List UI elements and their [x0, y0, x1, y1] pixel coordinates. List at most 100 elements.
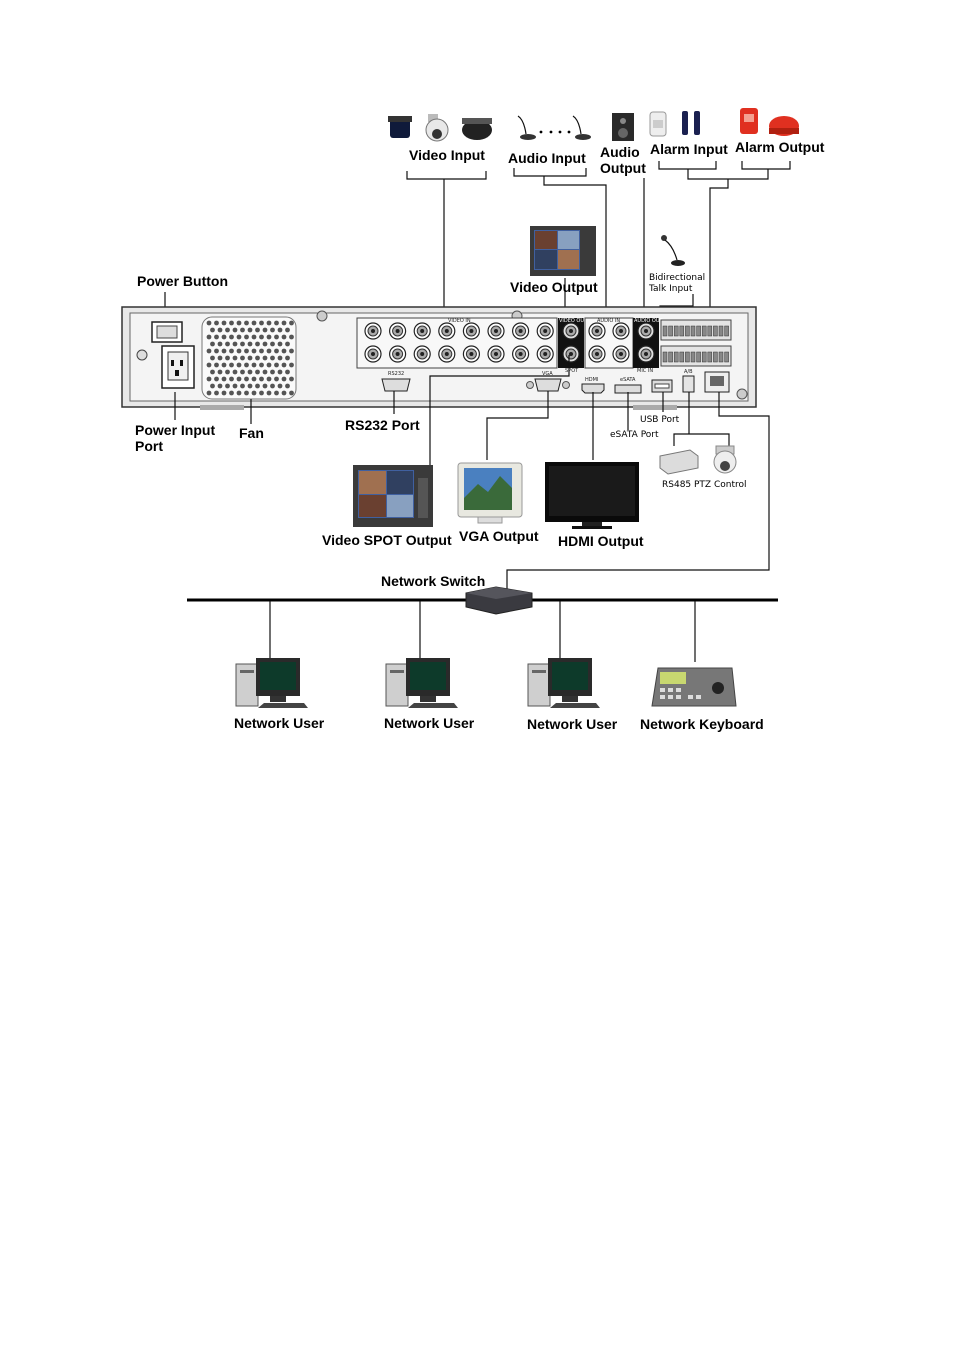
ground-screw-icon — [136, 349, 148, 361]
bnc-connector-icon — [562, 322, 580, 340]
box-camera-icon — [388, 116, 412, 138]
audio-out-block: AUDIO OUT MIC IN — [633, 318, 664, 374]
bnc-connector-icon — [487, 345, 505, 363]
terminal-pin — [668, 325, 673, 337]
network-user-label: Network User — [527, 716, 618, 732]
network-drop-lines — [269, 601, 696, 662]
video-output-monitor-icon — [530, 226, 596, 276]
network-keyboard-icon — [651, 667, 737, 707]
terminal-pin — [668, 351, 673, 363]
terminal-pin — [662, 325, 668, 337]
terminal-pin — [718, 325, 724, 337]
computer-icon — [235, 658, 308, 708]
speed-dome-icon — [713, 445, 737, 474]
bidirectional-label-1: Bidirectional — [649, 273, 705, 283]
dome-camera-icon — [462, 118, 492, 140]
alarm-input-label: Alarm Input — [650, 141, 728, 157]
network-switch-label: Network Switch — [381, 573, 485, 589]
power-switch[interactable] — [151, 321, 183, 343]
camera-icons — [388, 114, 492, 142]
bnc-connector-icon — [637, 345, 655, 363]
audio-in-block: AUDIO IN — [584, 317, 634, 369]
hdmi-output-label: HDMI Output — [558, 533, 644, 549]
audio-in-panel-label: AUDIO IN — [597, 318, 620, 324]
terminal-pin — [662, 351, 668, 363]
spot-panel-label: SPOT — [565, 368, 579, 374]
terminal-pin — [685, 325, 690, 337]
vga-panel-label: VGA — [542, 371, 553, 377]
bnc-connector-icon — [389, 345, 407, 363]
rs232-connector: RS232 — [381, 371, 411, 392]
terminal-pin — [707, 325, 713, 337]
network-keyboard-label: Network Keyboard — [640, 716, 764, 732]
bnc-connector-icon — [462, 345, 480, 363]
detector-icon — [649, 111, 667, 137]
bnc-connector-icon — [588, 345, 606, 363]
bnc-connector-icon — [364, 322, 382, 340]
power-button-label: Power Button — [137, 273, 228, 289]
rs485-connector: A/B — [682, 369, 695, 393]
esata-port-label: eSATA Port — [610, 430, 659, 440]
hdmi-tv-icon — [545, 462, 639, 529]
rs485-label: RS485 PTZ Control — [662, 480, 747, 490]
esata-panel-label: eSATA — [620, 377, 636, 383]
terminal-pin — [724, 325, 729, 337]
mic-in-panel-label: MIC IN — [637, 368, 653, 374]
computer-icon — [527, 658, 600, 708]
bnc-connector-icon — [438, 322, 456, 340]
terminal-pin — [701, 351, 707, 363]
bnc-connector-icon — [389, 322, 407, 340]
bidirectional-label-2: Talk Input — [648, 284, 693, 294]
video-spot-output-label: Video SPOT Output — [322, 532, 452, 548]
bnc-connector-icon — [364, 345, 382, 363]
computer-icon — [385, 658, 458, 708]
spot-monitor-icon — [353, 465, 433, 527]
hdmi-panel-label: HDMI — [585, 377, 598, 383]
video-output-label: Video Output — [510, 279, 598, 295]
bnc-connector-icon — [536, 345, 554, 363]
siren-icon — [769, 116, 799, 136]
microphone-left-icon — [517, 115, 536, 140]
fan-label: Fan — [239, 425, 264, 441]
audio-output-label-2: Output — [600, 160, 646, 176]
dvr-rear-panel: VIDEO IN VIDEO OUT SPOT AUDIO IN AUDIO O… — [121, 306, 757, 410]
network-switch-icon — [465, 586, 533, 615]
alarm-terminal-block — [660, 319, 732, 367]
strobe-light-icon — [740, 108, 758, 134]
bnc-connector-icon — [511, 322, 530, 340]
hdmi-connector: HDMI — [581, 377, 605, 394]
terminal-pin — [685, 351, 690, 363]
ptz-camera-icon — [425, 114, 449, 142]
terminal-pin — [690, 325, 696, 337]
terminal-pin — [679, 351, 685, 363]
microphone-icons — [517, 115, 591, 140]
video-in-block: VIDEO IN — [356, 317, 558, 369]
audio-output-label-1: Audio — [600, 144, 640, 160]
video-out-panel-label: VIDEO OUT — [559, 318, 588, 324]
alarm-output-label: Alarm Output — [735, 139, 825, 155]
terminal-pin — [718, 351, 724, 363]
power-input-label-2: Port — [135, 438, 163, 454]
terminal-pin — [707, 351, 713, 363]
bnc-connector-icon — [536, 322, 554, 340]
audio-out-panel-label: AUDIO OUT — [634, 318, 664, 324]
network-user-label: Network User — [384, 715, 475, 731]
terminal-pin — [690, 351, 696, 363]
bnc-connector-icon — [562, 345, 580, 363]
video-in-panel-label: VIDEO IN — [448, 318, 471, 324]
video-out-block: VIDEO OUT SPOT — [558, 318, 588, 374]
usb-port-label: USB Port — [640, 415, 680, 425]
terminal-pin — [679, 325, 685, 337]
terminal-pin — [713, 325, 718, 337]
vga-connector: VGA — [534, 371, 562, 392]
screw-icon — [736, 388, 748, 400]
bnc-connector-icon — [438, 345, 456, 363]
terminal-pin — [713, 351, 718, 363]
terminal-pin — [696, 325, 701, 337]
fan-grille — [201, 316, 297, 400]
infrared-beam-icon — [682, 111, 700, 135]
terminal-pin — [724, 351, 729, 363]
bnc-connector-icon — [413, 322, 431, 340]
audio-input-label: Audio Input — [508, 150, 586, 166]
